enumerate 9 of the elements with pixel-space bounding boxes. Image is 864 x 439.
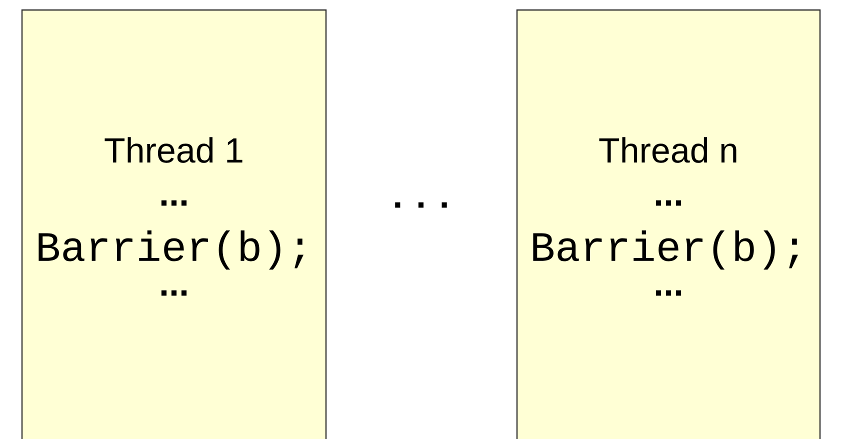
thread-title: Thread 1 <box>104 137 242 163</box>
ellipsis: ... <box>161 290 187 296</box>
ellipsis: ... <box>656 290 682 296</box>
code-line: Barrier(b); <box>533 230 798 270</box>
ellipsis: ... <box>161 200 187 206</box>
code-line: Barrier(b); <box>38 230 304 270</box>
ellipsis: . . . <box>395 202 447 208</box>
thread-title: Thread n <box>599 137 736 163</box>
ellipsis: ... <box>656 200 682 206</box>
